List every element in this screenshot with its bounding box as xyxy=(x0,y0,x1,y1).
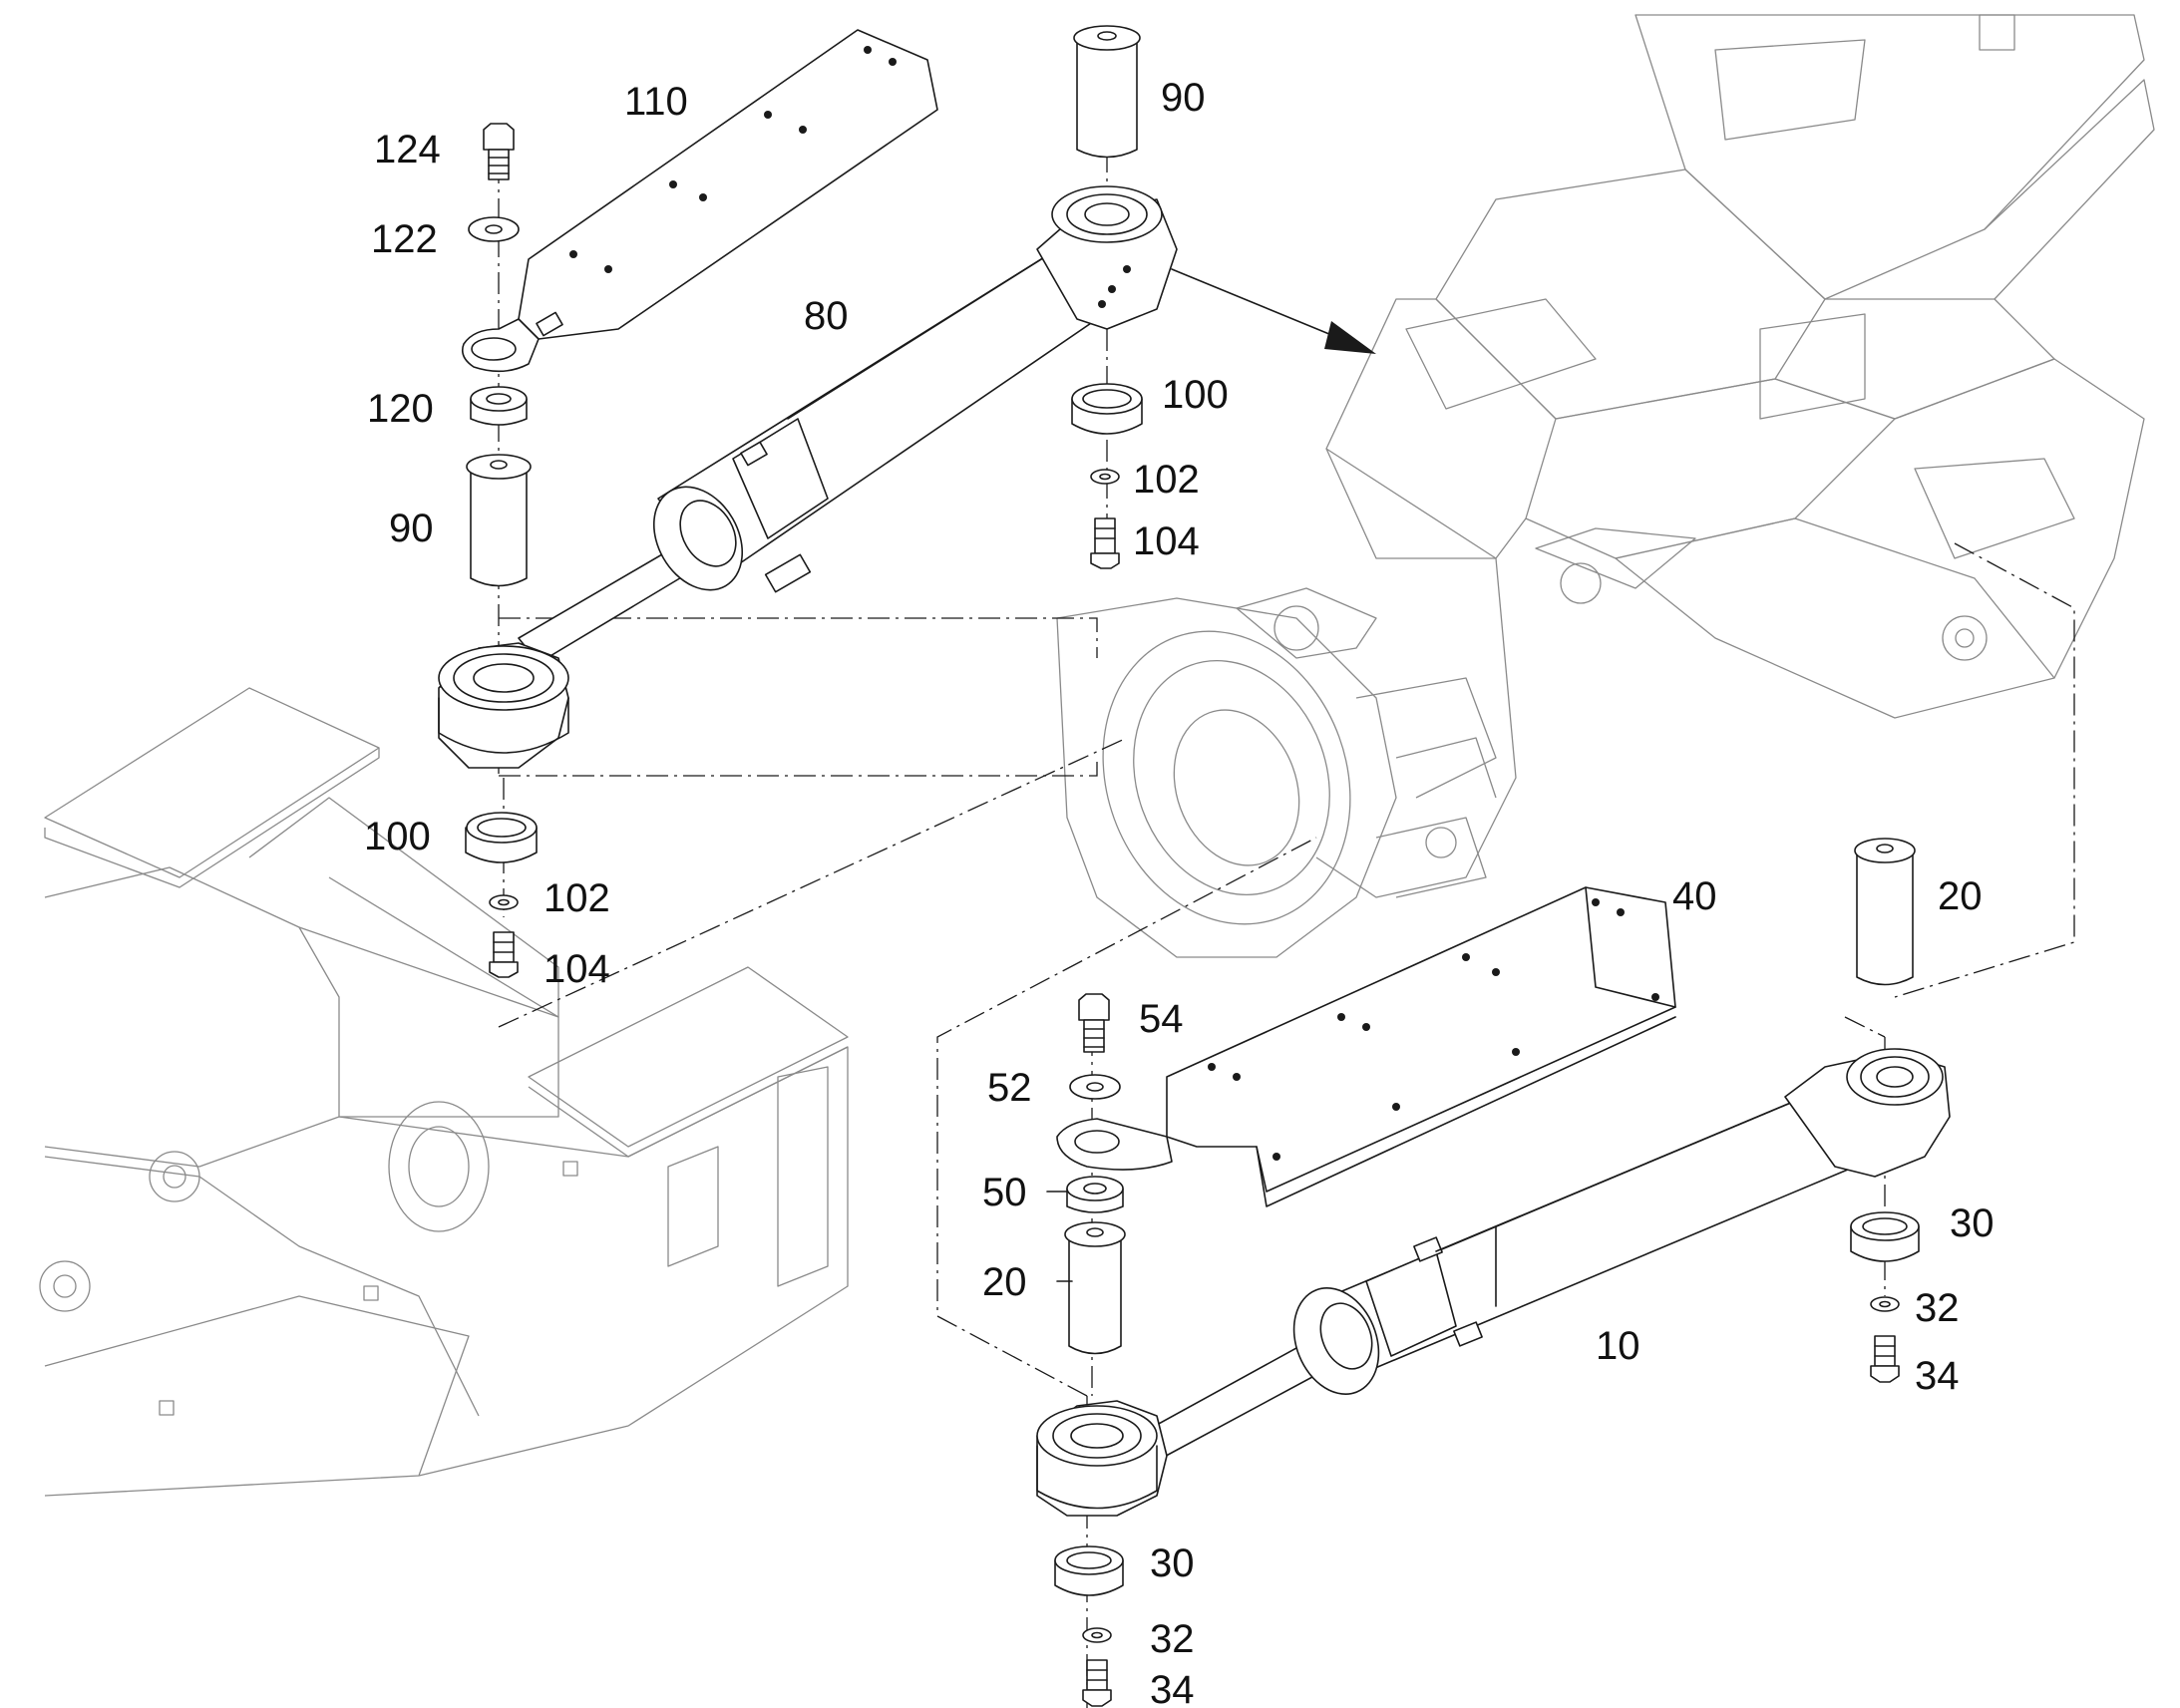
washer-102-right xyxy=(1090,469,1120,485)
label-100-left: 100 xyxy=(364,815,431,858)
bushing-100-left xyxy=(465,812,538,863)
cylinder-80 xyxy=(438,185,1178,769)
pin-20-right xyxy=(1854,838,1916,986)
label-50: 50 xyxy=(982,1171,1027,1214)
label-20-right: 20 xyxy=(1938,874,1983,918)
bolt-54 xyxy=(1078,993,1110,1053)
callouts: 110 124 122 120 90 90 80 100 102 104 100… xyxy=(364,76,1995,1708)
right-chassis-frame xyxy=(1315,14,2155,898)
pin-20-left xyxy=(1064,1221,1126,1355)
label-40: 40 xyxy=(1672,874,1717,918)
label-90-right: 90 xyxy=(1161,76,1206,120)
bolt-104-right xyxy=(1090,517,1120,569)
bolt-34-right xyxy=(1870,1335,1900,1383)
label-52: 52 xyxy=(987,1066,1032,1110)
label-102-left: 102 xyxy=(544,876,610,920)
bolt-104-left xyxy=(489,931,519,978)
label-104-right: 104 xyxy=(1133,519,1200,563)
bushing-30-right xyxy=(1850,1211,1920,1262)
bushing-50 xyxy=(1066,1176,1124,1213)
washer-102-left xyxy=(489,894,519,910)
label-102-right: 102 xyxy=(1133,458,1200,502)
bolt-34-bottom xyxy=(1082,1659,1112,1707)
label-32-right: 32 xyxy=(1915,1286,1960,1330)
label-122: 122 xyxy=(371,217,438,261)
label-54: 54 xyxy=(1139,997,1184,1041)
label-10: 10 xyxy=(1596,1324,1640,1368)
label-110: 110 xyxy=(624,80,688,124)
label-90-left: 90 xyxy=(389,507,434,550)
label-34-bottom: 34 xyxy=(1150,1668,1195,1708)
pin-90-left xyxy=(466,454,532,587)
bushing-30-bottom xyxy=(1054,1545,1124,1596)
label-32-bottom: 32 xyxy=(1150,1617,1195,1661)
label-120: 120 xyxy=(367,387,434,431)
direction-arrow xyxy=(1171,268,1376,354)
label-124: 124 xyxy=(374,128,441,171)
label-34-right: 34 xyxy=(1915,1354,1960,1398)
bolt-124 xyxy=(483,123,515,180)
assembly-centerlines xyxy=(498,40,2075,1708)
pin-90-right xyxy=(1073,25,1141,159)
left-chassis-frame xyxy=(39,687,849,1497)
label-30-right: 30 xyxy=(1950,1201,1995,1245)
washer-32-bottom xyxy=(1082,1627,1112,1643)
washer-52 xyxy=(1069,1074,1121,1100)
washer-32-right xyxy=(1870,1296,1900,1312)
axle-hub-housing xyxy=(1056,587,1497,958)
cylinder-10 xyxy=(1036,1048,1951,1517)
label-80: 80 xyxy=(804,294,849,338)
bushing-100-right xyxy=(1071,383,1143,435)
plate-110 xyxy=(461,29,938,373)
label-30-bottom: 30 xyxy=(1150,1541,1195,1585)
leader-lines xyxy=(1046,1191,1073,1282)
bushing-120 xyxy=(470,386,528,426)
plate-40 xyxy=(1056,886,1676,1207)
label-100-right: 100 xyxy=(1162,373,1229,417)
label-104-left: 104 xyxy=(544,947,610,991)
label-20-left: 20 xyxy=(982,1260,1027,1304)
washer-122 xyxy=(468,216,520,242)
